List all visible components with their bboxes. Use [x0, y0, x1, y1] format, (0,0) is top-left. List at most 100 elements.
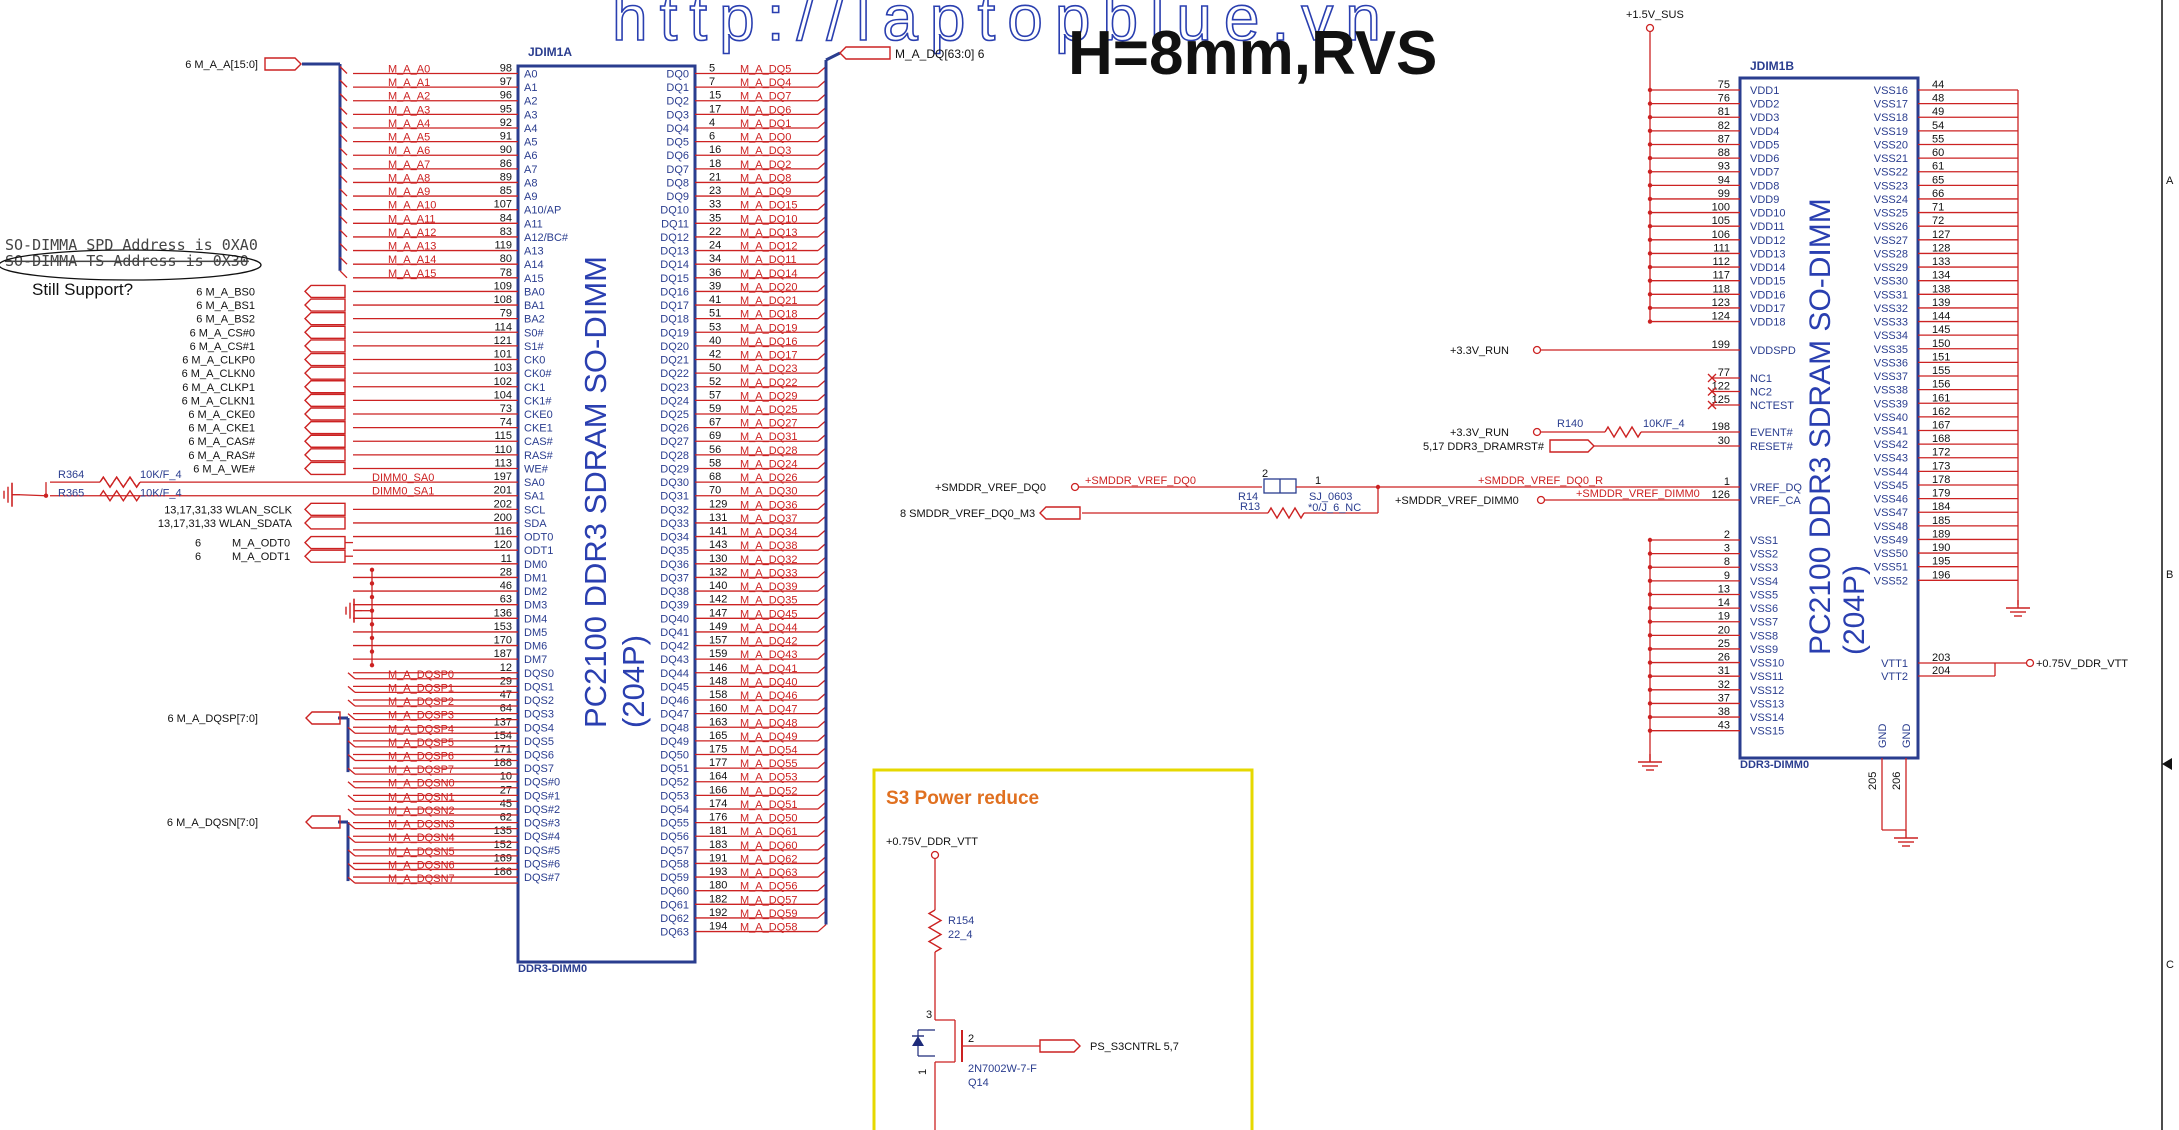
pin-number: 70	[709, 485, 721, 497]
pin-name: ODT1	[524, 545, 553, 557]
pin-name: VDD18	[1750, 317, 1785, 329]
pin-name: DQ55	[660, 818, 689, 830]
pin-name: VDD7	[1750, 167, 1779, 179]
pin-name: VSS27	[1874, 235, 1908, 247]
dq-net-label: M_A_DQ16	[740, 336, 797, 348]
sa-net-label: DIMM0_SA1	[372, 486, 434, 498]
pin-number: 3	[1724, 543, 1730, 555]
pin-name: VSS9	[1750, 644, 1778, 656]
pin-name: VSS1	[1750, 535, 1778, 547]
pin-number: 21	[709, 171, 721, 183]
address-net-label: M_A_A5	[388, 132, 430, 144]
dqsn-bus-label: 6 M_A_DQSN[7:0]	[167, 817, 258, 829]
control-net-label: 6 M_A_RAS#	[188, 450, 256, 462]
pin-number: 46	[500, 580, 512, 592]
dq-net-label: M_A_DQ44	[740, 622, 797, 634]
vref-m3-label: 8 SMDDR_VREF_DQ0_M3	[900, 508, 1035, 520]
pin-number: 205	[1867, 772, 1879, 790]
sa-wire	[19, 494, 47, 497]
pin-number: 206	[1891, 772, 1903, 790]
junction-dot	[1647, 619, 1653, 624]
dq-net-label: M_A_DQ22	[740, 377, 797, 389]
pin-number: 145	[1932, 324, 1950, 336]
pin-number: 50	[709, 362, 721, 374]
pin-name: VSS37	[1874, 371, 1908, 383]
bus-entry	[347, 713, 356, 721]
pin-name: DQ53	[660, 790, 689, 802]
pin-name: VSS38	[1874, 385, 1908, 397]
pin-number: 171	[494, 744, 512, 756]
dqs-net-label: M_A_DQSP6	[388, 751, 454, 763]
pin-name: SA1	[524, 491, 545, 503]
vref-net-label: +SMDDR_VREF_DQ0	[935, 482, 1046, 494]
pin-name: DQ39	[660, 600, 689, 612]
pin-number: 88	[1718, 147, 1730, 159]
pin-name: DQ52	[660, 777, 689, 789]
pin-number: 190	[1932, 542, 1950, 554]
pin-name: DQ14	[660, 259, 689, 271]
bus-entry	[817, 924, 827, 933]
pin-name: DQ27	[660, 436, 689, 448]
pin-name: VSS42	[1874, 439, 1908, 451]
pin-number: 140	[709, 580, 727, 592]
junction-dot	[1647, 714, 1653, 720]
spd-address-note: SO-DIMMA SPD Address is 0XA0	[5, 236, 258, 254]
pin-name: DQS2	[524, 695, 554, 707]
pin-number: 147	[709, 607, 727, 619]
bus-entry	[339, 243, 348, 252]
junction-dot	[1647, 565, 1653, 570]
note-highlight-ellipse	[0, 249, 262, 281]
pin-number: 111	[1713, 242, 1730, 254]
pin-name: DQ32	[660, 504, 689, 516]
pin-name: DQS1	[524, 681, 554, 693]
vref-m3-connector	[1039, 506, 1081, 520]
pin-number: 167	[1932, 420, 1950, 432]
pin-name: DQ33	[660, 518, 689, 530]
pin-name: DM1	[524, 572, 547, 584]
pin-number: 166	[709, 784, 727, 796]
pin-name: VSS36	[1874, 357, 1908, 369]
dqs-net-label: M_A_DQSN5	[388, 846, 455, 858]
power-net-label: +0.75V_DDR_VTT	[2036, 658, 2128, 670]
pin-name: DQ45	[660, 681, 689, 693]
bus-entry	[339, 188, 348, 197]
pin-number: 176	[709, 812, 727, 824]
pin-name: DQ26	[660, 423, 689, 435]
dq-net-label: M_A_DQ43	[740, 649, 797, 661]
pin-number: 4	[709, 117, 715, 129]
junction-dot	[1647, 251, 1653, 256]
pin-number: 179	[1932, 488, 1950, 500]
pin-number: 201	[494, 485, 512, 497]
vref-terminal	[1070, 482, 1080, 492]
pin-name: A10/AP	[524, 205, 561, 217]
pin-name: DQS#2	[524, 804, 560, 816]
address-net-label: M_A_A12	[388, 227, 436, 239]
control-net-connector	[304, 325, 346, 339]
pin-number: 143	[709, 539, 727, 551]
pin-name: ODT0	[524, 532, 553, 544]
bus-entry	[339, 147, 348, 156]
pin-name: CK1#	[524, 395, 552, 407]
pin-name: RESET#	[1750, 441, 1794, 453]
pin-number: 132	[709, 566, 727, 578]
dq-net-label: M_A_DQ57	[740, 894, 797, 906]
pin-number: 49	[1932, 106, 1944, 118]
pin-name: VDD15	[1750, 276, 1785, 288]
pin-name: VSS2	[1750, 549, 1778, 561]
pin-name: VDD14	[1750, 262, 1785, 274]
smbus-label: 13,17,31,33 WLAN_SDATA	[158, 518, 293, 530]
pin-number: 169	[494, 852, 512, 864]
pin-name: DQ41	[660, 627, 689, 639]
dq-net-label: M_A_DQ14	[740, 268, 797, 280]
control-net-connector	[304, 298, 346, 312]
junction-dot	[1647, 169, 1653, 174]
dq-net-label: M_A_DQ36	[740, 499, 797, 511]
pin-number: 103	[494, 362, 512, 374]
control-net-connector	[304, 284, 346, 299]
pin-number: 162	[1932, 406, 1950, 418]
pin-name: VSS52	[1874, 575, 1908, 587]
fet-ref: Q14	[968, 1077, 989, 1089]
pin-number: 159	[709, 648, 727, 660]
pin-name: VSS5	[1750, 589, 1778, 601]
jdim1b-title-pins: (204P)	[1838, 565, 1871, 655]
